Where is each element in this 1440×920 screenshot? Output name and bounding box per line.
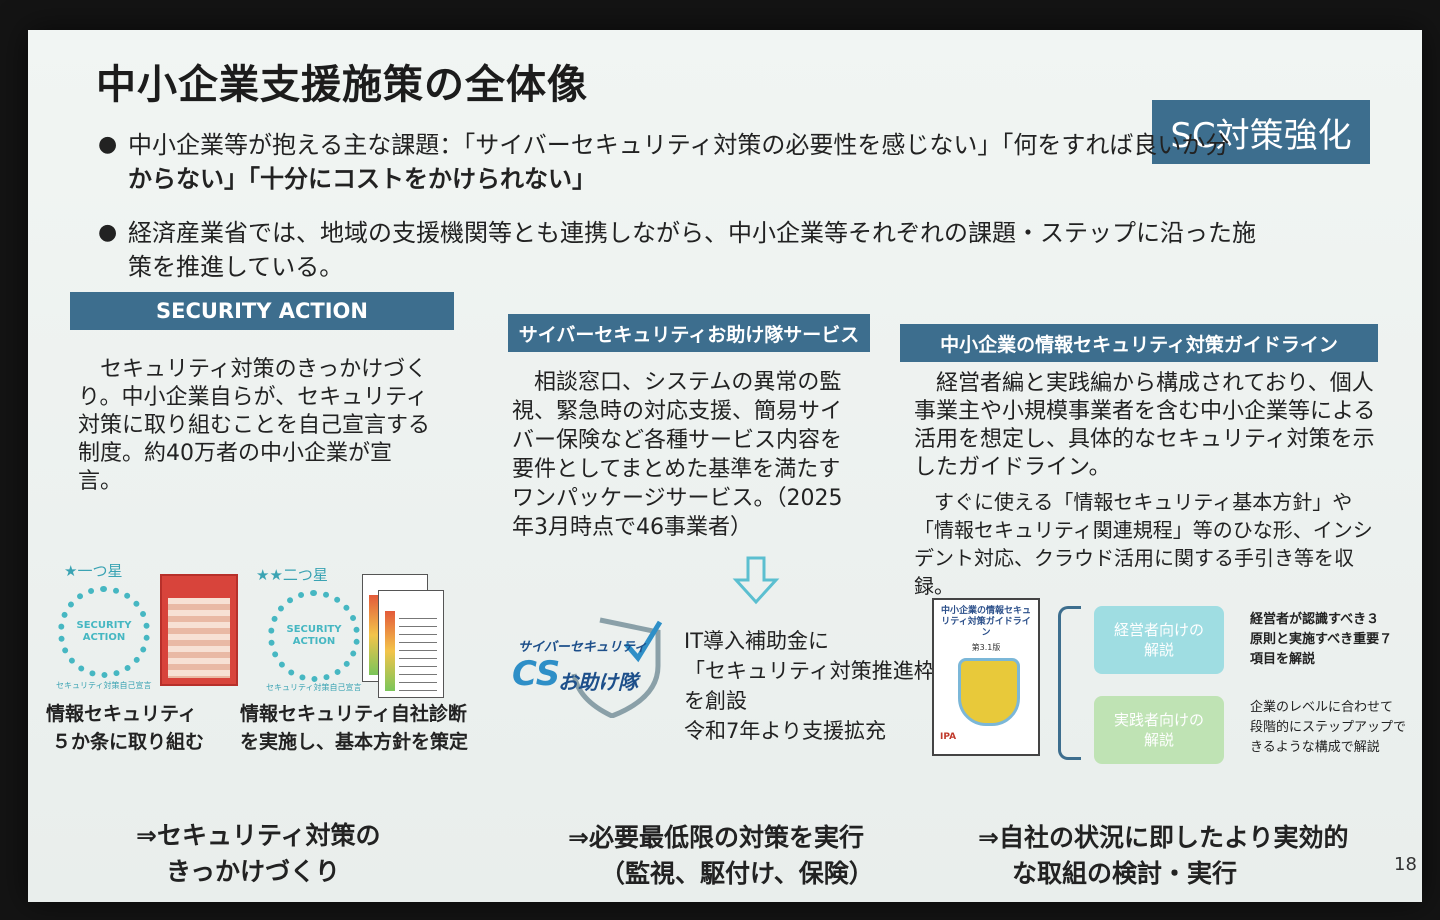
two-star-desc-line2: を実施し、基本方針を策定 bbox=[240, 731, 469, 753]
guideline-body-1: 経営者編と実践編から構成されており、個人事業主や小規模事業者を含む中小企業等によ… bbox=[914, 371, 1376, 480]
two-star-label: ★★二つ星 bbox=[256, 566, 328, 584]
logo-top-text: サイバーセキュリティ bbox=[518, 640, 647, 655]
bullet-dot: ● bbox=[98, 220, 118, 245]
practitioner-note-line3: きるような構成で解説 bbox=[1250, 740, 1380, 755]
executive-note-line1: 経営者が認識すべき３ bbox=[1250, 612, 1380, 627]
executive-note-line2: 原則と実施すべき重要７ bbox=[1250, 632, 1393, 647]
five-items-document bbox=[160, 574, 238, 686]
sc-tag: SC対策強化 bbox=[1152, 100, 1370, 164]
practitioner-note-line2: 段階的にステップアップで bbox=[1250, 720, 1407, 735]
slide: 中小企業支援施策の全体像 SC対策強化 ● 中小企業等が抱える主な課題：「サイバ… bbox=[28, 30, 1422, 902]
two-star-desc-line1: 情報セキュリティ自社診断 bbox=[240, 703, 467, 725]
otasuketai-header: サイバーセキュリティお助け隊サービス bbox=[508, 314, 870, 352]
subsidy-line3: を創設 bbox=[684, 689, 747, 713]
bullet-2-line1: 経済産業省では、地域の支援機関等とも連携しながら、中小企業等それぞれの課題・ステ… bbox=[128, 219, 1256, 247]
executive-guide-label: 経営者向けの解説 bbox=[1114, 621, 1205, 659]
two-star-desc: 情報セキュリティ自社診断 を実施し、基本方針を策定 bbox=[240, 700, 468, 756]
col1-conclusion-line2: きっかけづくり bbox=[166, 857, 341, 886]
shield-icon bbox=[958, 658, 1020, 726]
col3-conclusion-line2: な取組の検討・実行 bbox=[1012, 859, 1238, 888]
down-arrow-icon bbox=[732, 556, 780, 605]
brace-icon bbox=[1058, 606, 1081, 760]
security-action-badge-1: SECURITY ACTION bbox=[58, 586, 150, 678]
bullet-dot: ● bbox=[98, 132, 118, 157]
guideline-body-2: すぐに使える「情報セキュリティ基本方針」や「情報セキュリティ関連規程」等のひな形… bbox=[914, 490, 1373, 598]
subsidy-line4: 令和7年より支援拡充 bbox=[684, 719, 886, 743]
badge-caption-2: セキュリティ対策自己宣言 bbox=[266, 683, 362, 692]
practitioner-note: 企業のレベルに合わせて 段階的にステップアップで きるような構成で解説 bbox=[1250, 698, 1406, 758]
executive-note: 経営者が認識すべき３ 原則と実施すべき重要７ 項目を解説 bbox=[1250, 610, 1392, 670]
one-star-desc: 情報セキュリティ ５か条に取り組む bbox=[46, 700, 204, 756]
subsidy-line1: IT導入補助金に bbox=[684, 629, 830, 653]
security-action-header: SECURITY ACTION bbox=[70, 292, 454, 330]
guideline-header: 中小企業の情報セキュリティ対策ガイドライン bbox=[900, 324, 1378, 362]
self-check-document-2 bbox=[378, 590, 444, 698]
bullet-1-line2: からない」「十分にコストをかけられない」 bbox=[128, 165, 596, 193]
col1-conclusion: ⇒セキュリティ対策の きっかけづくり bbox=[136, 818, 380, 890]
logo-main-text: お助け隊 bbox=[558, 670, 638, 694]
practitioner-guide-label: 実践者向けの解説 bbox=[1114, 711, 1205, 749]
book-version: 第3.1版 bbox=[971, 643, 1001, 652]
slide-title: 中小企業支援施策の全体像 bbox=[96, 62, 588, 108]
ipa-logo: IPA bbox=[940, 732, 957, 742]
col2-conclusion-line2: （監視、駆付け、保険） bbox=[600, 859, 874, 888]
security-action-body: セキュリティ対策のきっかけづくり。中小企業自らが、セキュリティ対策に取り組むこと… bbox=[78, 357, 431, 494]
badge-text: SECURITY ACTION bbox=[76, 620, 132, 643]
badge-text: SECURITY ACTION bbox=[286, 624, 342, 647]
one-star-desc-line1: 情報セキュリティ bbox=[46, 703, 197, 725]
badge-caption-1: セキュリティ対策自己宣言 bbox=[56, 681, 152, 690]
otasuketai-logo bbox=[571, 617, 663, 718]
practitioner-guide-pill: 実践者向けの解説 bbox=[1094, 696, 1224, 764]
col1-conclusion-line1: ⇒セキュリティ対策の bbox=[136, 821, 381, 850]
page-number: 18 bbox=[1394, 854, 1417, 875]
col2-conclusion: ⇒必要最低限の対策を実行 （監視、駆付け、保険） bbox=[568, 820, 874, 892]
col3-conclusion-line1: ⇒自社の状況に即したより実効的 bbox=[978, 823, 1349, 852]
bullet-2-line2: 策を推進している。 bbox=[128, 253, 344, 281]
subsidy-line2: 「セキュリティ対策推進枠」 bbox=[684, 659, 956, 683]
security-action-badge-2: SECURITY ACTION bbox=[268, 590, 360, 682]
executive-guide-pill: 経営者向けの解説 bbox=[1094, 606, 1224, 674]
one-star-desc-line2: ５か条に取り組む bbox=[52, 731, 205, 753]
logo-cs-text: CS bbox=[512, 654, 561, 694]
col2-conclusion-line1: ⇒必要最低限の対策を実行 bbox=[568, 823, 864, 852]
executive-note-line3: 項目を解説 bbox=[1250, 652, 1316, 667]
it-subsidy-text: IT導入補助金に 「セキュリティ対策推進枠」 を創設 令和7年より支援拡充 bbox=[684, 626, 956, 746]
otasuketai-body: 相談窓口、システムの異常の監視、緊急時の対応支援、簡易サイバー保険など各種サービ… bbox=[512, 370, 843, 540]
guideline-book-cover: 中小企業の情報セキュリティ対策ガイドライン 第3.1版 IPA bbox=[932, 598, 1040, 756]
bullet-1-line1: 中小企業等が抱える主な課題：「サイバーセキュリティ対策の必要性を感じない」「何を… bbox=[128, 131, 1230, 159]
practitioner-note-line1: 企業のレベルに合わせて bbox=[1250, 700, 1394, 715]
book-title: 中小企業の情報セキュリティ対策ガイドライン bbox=[940, 606, 1031, 638]
one-star-label: ★一つ星 bbox=[64, 562, 123, 580]
col3-conclusion: ⇒自社の状況に即したより実効的 な取組の検討・実行 bbox=[978, 820, 1348, 892]
